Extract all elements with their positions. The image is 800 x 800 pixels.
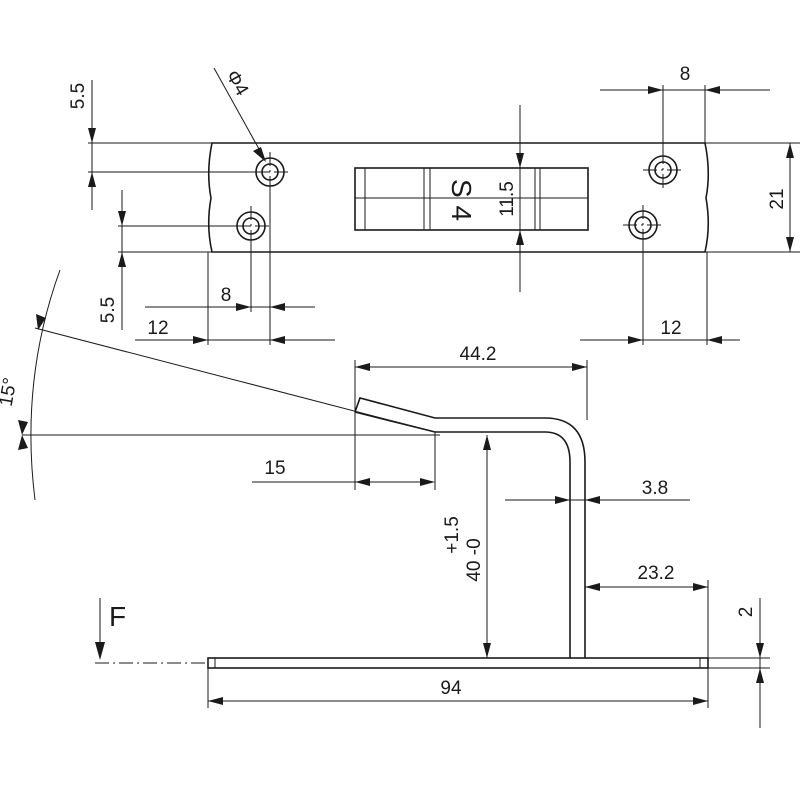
dim-height: 21 (767, 143, 794, 252)
dim-left-top: 5.5 (68, 80, 270, 210)
dim-hole-dia-label: Φ4 (221, 67, 252, 100)
dim-thick: 2 (736, 598, 764, 728)
hook-outer (354, 397, 586, 658)
slot-mark: S 4 (446, 179, 477, 221)
dim-offset-label: 23.2 (638, 563, 675, 584)
dim-length: 44.2 (354, 344, 588, 490)
top-view: S 4 5.5 Φ4 8 11.5 (68, 64, 800, 345)
dim-left-8-label: 8 (221, 285, 232, 306)
dim-right-12-label: 12 (660, 318, 681, 339)
dim-lip-label: 15 (264, 458, 285, 479)
dim-right-12: 12 (580, 239, 740, 345)
dim-thick-label: 2 (736, 607, 757, 618)
dim-left-lower: 5.5 (98, 190, 251, 330)
dim-offset: 23.2 (585, 563, 709, 658)
dim-slot-height-label: 11.5 (497, 181, 518, 217)
base-plate (207, 657, 709, 669)
center-slot (354, 167, 589, 231)
dim-left-lower-label: 5.5 (98, 297, 119, 323)
dim-rod-label: 3.8 (642, 478, 668, 499)
dim-base-label: 94 (440, 678, 462, 699)
dim-angle-label: 15° (0, 376, 21, 408)
dim-tol-label: +1.5 (442, 516, 463, 554)
dim-top-right-label: 8 (680, 64, 691, 85)
dim-left-12-label: 12 (147, 318, 168, 339)
hook-inner (354, 411, 571, 658)
dim-base: 94 (207, 668, 709, 708)
dim-length-label: 44.2 (460, 344, 497, 365)
dim-rod: 3.8 (505, 478, 690, 504)
dim-lip: 15 (252, 432, 436, 490)
dim-hole-dia: Φ4 (213, 67, 266, 162)
dim-height-label: 21 (767, 188, 788, 209)
dim-left-8: 8 (145, 186, 315, 345)
dim-left-top-label: 5.5 (68, 83, 89, 109)
dim-tol2-label: 40 -0 (464, 538, 485, 581)
side-view: 15° 44.2 15 +1.5 40 -0 (0, 269, 770, 728)
force-label: F (109, 601, 126, 632)
dim-height-40: +1.5 40 -0 (442, 435, 491, 658)
dim-angle: 15° (0, 269, 440, 501)
dim-slot-height: 11.5 (497, 105, 524, 292)
dim-left-12: 12 (135, 252, 335, 345)
dim-top-right: 8 (600, 64, 770, 156)
force-indicator: F (95, 598, 126, 660)
